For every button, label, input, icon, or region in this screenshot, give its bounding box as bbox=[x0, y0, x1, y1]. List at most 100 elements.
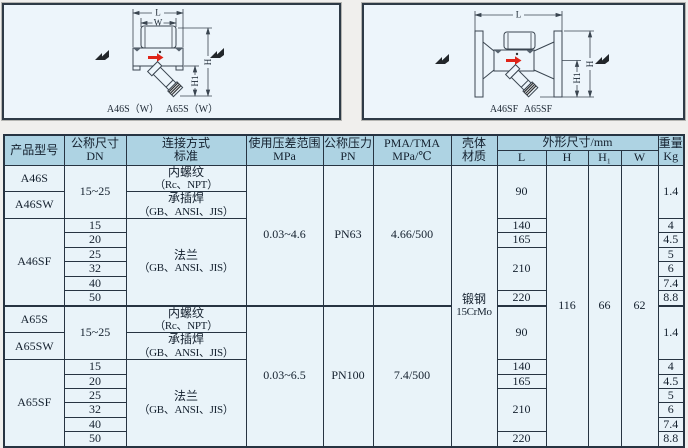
model-cell: A46S bbox=[3, 164, 65, 193]
drawing-panel-flanged-valve: L H bbox=[361, 2, 686, 121]
header-shell-material: 壳体 材质 bbox=[450, 134, 498, 166]
dn-cell: 15 bbox=[63, 217, 127, 234]
connection-standard: （GB、ANSI、JIS） bbox=[138, 205, 234, 218]
model-cell: A46SW bbox=[3, 191, 65, 219]
model-cell: A65SW bbox=[3, 332, 65, 361]
header-dim-l: L bbox=[496, 149, 547, 166]
dn-cell: 32 bbox=[63, 261, 127, 277]
outlet-flow-icon bbox=[595, 54, 609, 64]
row-a46sf-dn32: 32 6 bbox=[4, 261, 685, 277]
connection-type: 内螺纹 bbox=[167, 305, 204, 320]
drawing-panel-threaded-valve: L W bbox=[1, 2, 342, 121]
row-a46sw: A46SW 承插焊 （GB、ANSI、JIS） bbox=[3, 191, 684, 219]
connection-type: 内螺纹 bbox=[167, 165, 204, 179]
dim-label-h: H bbox=[203, 58, 213, 65]
dn-cell: 50 bbox=[63, 431, 127, 448]
header-outline-dims: 外形尺寸/mm bbox=[496, 134, 659, 151]
header-dim-w: W bbox=[620, 149, 659, 166]
dn-cell: 40 bbox=[63, 416, 127, 433]
pma-tma-cell: 4.66/500 bbox=[372, 164, 452, 307]
row-a65sf-dn15: A65SF 15 法兰 （GB、ANSI、JIS） 140 4 bbox=[3, 359, 685, 448]
dn-cell: 25 bbox=[63, 246, 127, 263]
weight-cell: 5 bbox=[657, 387, 685, 404]
dn-cell: 20 bbox=[63, 373, 127, 390]
shell-material-grade: 15CrMo bbox=[456, 306, 492, 319]
connection-cell: 承插焊 （GB、ANSI、JIS） bbox=[125, 191, 247, 219]
dim-label-w: W bbox=[154, 18, 163, 28]
valve-cap bbox=[140, 25, 177, 49]
dim-l-cell: 220 bbox=[496, 290, 547, 307]
header-text: PN bbox=[340, 149, 356, 164]
row-a46sf-dn40: 40 7.4 bbox=[4, 275, 685, 292]
dim-h1-cell: 66 bbox=[587, 164, 622, 448]
row-a65sf-dn25: 25 210 5 bbox=[4, 387, 685, 433]
flow-direction-arrow bbox=[148, 56, 157, 59]
weight-cell: 8.8 bbox=[657, 290, 685, 307]
header-row-2: L H H₁ W bbox=[4, 149, 684, 166]
header-text: 标准 bbox=[173, 149, 198, 164]
weight-cell: 5 bbox=[657, 246, 685, 263]
header-text: 产品型号 bbox=[10, 142, 59, 157]
header-connection: 连接方式 标准 bbox=[125, 134, 247, 166]
header-text: 材质 bbox=[461, 149, 486, 164]
valve-drawing-threaded: L W bbox=[95, 8, 224, 115]
dn-range-cell: 15~25 bbox=[63, 304, 127, 361]
header-text: PMA/TMA bbox=[383, 135, 440, 150]
shell-material-name: 锻钢 bbox=[461, 291, 486, 306]
row-a65sf-dn20: 20 165 4.5 bbox=[4, 373, 685, 390]
row-a65sw: A65SW 承插焊 （GB、ANSI、JIS） bbox=[3, 332, 684, 361]
header-text: 重量 bbox=[658, 135, 683, 150]
row-a46sf-dn25: 25 210 5 bbox=[4, 246, 685, 292]
row-a65s: A65S 15~25 内螺纹 （Rc、NPT） 0.03~6.5 PN100 7… bbox=[3, 304, 685, 448]
model-cell: A46SF bbox=[3, 217, 65, 307]
header-text: 公称尺寸 bbox=[70, 135, 119, 150]
dim-label-l: L bbox=[155, 8, 161, 18]
weight-cell: 4.5 bbox=[657, 232, 685, 248]
weight-cell: 8.8 bbox=[657, 431, 685, 448]
valve-drawing-flanged: L H bbox=[435, 10, 609, 115]
strainer-branch bbox=[504, 63, 539, 98]
weight-cell: 4 bbox=[657, 359, 685, 375]
weight-cell: 7.4 bbox=[657, 275, 685, 292]
dn-cell: 32 bbox=[63, 402, 127, 418]
dn-cell: 15 bbox=[63, 359, 127, 375]
header-text: 使用压差范围 bbox=[248, 135, 321, 150]
connection-cell: 承插焊 （GB、ANSI、JIS） bbox=[125, 332, 247, 361]
connection-cell: 法兰 （GB、ANSI、JIS） bbox=[125, 359, 247, 448]
dim-l-cell: 140 bbox=[496, 217, 547, 234]
dim-label-l: L bbox=[516, 10, 522, 20]
flow-direction-arrow bbox=[506, 59, 515, 62]
connection-standard: （GB、ANSI、JIS） bbox=[138, 262, 234, 275]
header-dim-h: H bbox=[545, 149, 589, 166]
header-text: MPa bbox=[273, 149, 296, 164]
header-text: 壳体 bbox=[461, 135, 486, 150]
connection-standard: （GB、ANSI、JIS） bbox=[138, 346, 234, 359]
dim-l-cell: 140 bbox=[496, 359, 547, 375]
header-text: 连接方式 bbox=[161, 135, 210, 150]
header-nominal-size: 公称尺寸 DN bbox=[63, 134, 127, 166]
row-a65sf-dn32: 32 6 bbox=[4, 402, 685, 418]
connection-standard: （Rc、NPT） bbox=[154, 320, 218, 333]
weight-cell: 7.4 bbox=[657, 416, 685, 433]
dim-label-h1: H1 bbox=[190, 76, 200, 87]
weight-cell: 1.4 bbox=[657, 164, 685, 219]
flange-right bbox=[553, 30, 563, 98]
pma-tma-cell: 7.4/500 bbox=[372, 304, 452, 448]
dim-l-cell: 220 bbox=[496, 431, 547, 448]
weight-cell: 4.5 bbox=[657, 373, 685, 390]
diff-pressure-cell: 0.03~6.5 bbox=[245, 304, 324, 448]
row-a46s: A46S 15~25 内螺纹 （Rc、NPT） 0.03~4.6 PN63 4.… bbox=[3, 164, 685, 448]
dn-cell: 20 bbox=[63, 232, 127, 248]
outlet-flow-icon bbox=[210, 48, 224, 58]
dim-h-cell: 116 bbox=[545, 164, 589, 448]
connection-type: 承插焊 bbox=[167, 191, 204, 206]
connection-cell: 内螺纹 （Rc、NPT） bbox=[125, 304, 247, 334]
connection-type: 法兰 bbox=[173, 247, 198, 262]
weight-cell: 6 bbox=[657, 261, 685, 277]
dim-l-cell: 165 bbox=[496, 373, 547, 390]
valve-cap bbox=[503, 31, 536, 50]
weight-cell: 6 bbox=[657, 402, 685, 418]
connection-standard: （GB、ANSI、JIS） bbox=[138, 403, 234, 416]
dim-l-cell: 165 bbox=[496, 232, 547, 248]
valve-spec-table: 产品型号 公称尺寸 DN 连接方式 标准 使用压差范围 MPa 公称压力 PN … bbox=[3, 134, 686, 448]
